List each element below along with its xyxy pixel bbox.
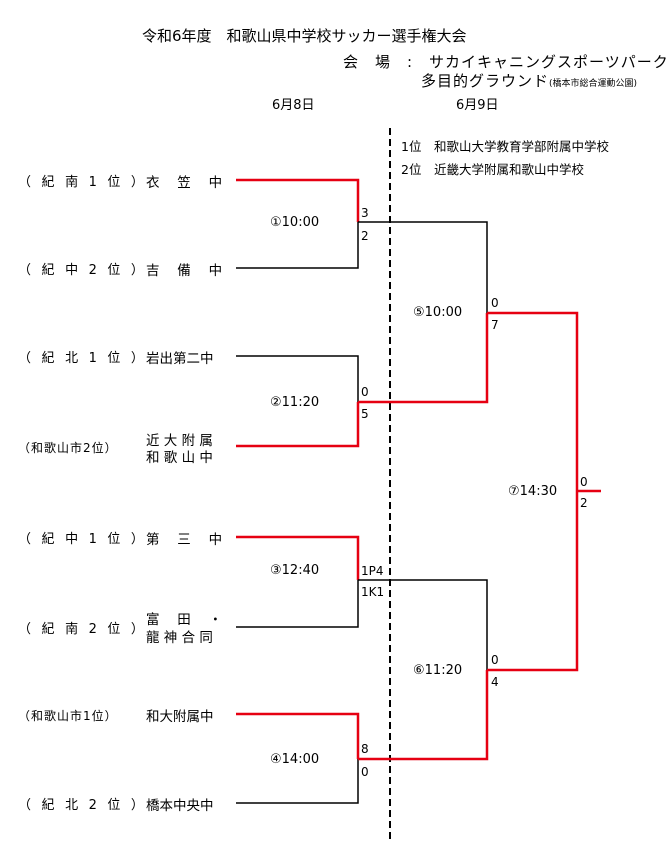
m4-bottom-line bbox=[236, 759, 359, 804]
match-label: ⑥11:20 bbox=[413, 663, 463, 678]
score-bottom: 2 bbox=[361, 229, 369, 243]
match-label: ③12:40 bbox=[270, 563, 320, 578]
result-first: 1位 和歌山大学教育学部附属中学校 bbox=[401, 139, 609, 154]
team-qual: （ 紀 北 1 位 ） bbox=[18, 351, 148, 366]
team-name: 橋本中央中 bbox=[146, 798, 214, 814]
score-top: 3 bbox=[361, 206, 369, 220]
team-qual: （ 紀 北 2 位 ） bbox=[18, 798, 148, 813]
team-name: 岩出第二中 bbox=[146, 351, 214, 367]
team-qual: （和歌山市1位） bbox=[18, 709, 118, 723]
score-bottom: 7 bbox=[491, 318, 499, 332]
team-qual: （ 紀 南 1 位 ） bbox=[18, 175, 148, 190]
m7-top-line bbox=[487, 311, 579, 491]
match-label: ⑦14:30 bbox=[508, 484, 558, 499]
score-bottom: 0 bbox=[361, 765, 369, 779]
score-top: 0 bbox=[491, 653, 499, 667]
m3-bottom-line bbox=[236, 580, 359, 628]
team-qual: （ 紀 南 2 位 ） bbox=[18, 622, 148, 637]
m2-bottom-line bbox=[236, 402, 360, 448]
date-day1: 6月8日 bbox=[272, 98, 315, 113]
m1-bottom-line bbox=[236, 222, 359, 269]
match-label: ②11:20 bbox=[270, 395, 320, 410]
team-name-line2: 龍 神 合 同 bbox=[146, 630, 213, 646]
score-top: 0 bbox=[491, 296, 499, 310]
score-bottom: 2 bbox=[580, 496, 588, 510]
venue-label: 会 場 : サカイキャニングスポーツパーク bbox=[343, 53, 666, 71]
team-name: 和大附属中 bbox=[146, 709, 214, 725]
team-qual: （ 紀 中 2 位 ） bbox=[18, 263, 148, 278]
team-name-line1: 富 田 ・ bbox=[146, 612, 223, 628]
team-qual: （ 紀 中 1 位 ） bbox=[18, 532, 148, 547]
m6-top-line bbox=[358, 579, 488, 670]
m5-top-line bbox=[358, 221, 488, 313]
date-day2: 6月9日 bbox=[456, 98, 499, 113]
team-name-line2: 和 歌 山 中 bbox=[146, 450, 213, 466]
match-label: ①10:00 bbox=[270, 215, 320, 230]
score-top: 0 bbox=[580, 475, 588, 489]
tournament-title: 令和6年度 和歌山県中学校サッカー選手権大会 bbox=[142, 27, 467, 45]
venue-name: 多目的グラウンド bbox=[421, 72, 550, 90]
score-bottom: 4 bbox=[491, 675, 499, 689]
team-name-line1: 近 大 附 属 bbox=[146, 433, 213, 449]
match-label: ⑤10:00 bbox=[413, 305, 463, 320]
venue-line2: 多目的グラウンド(橋本市総合運動公園) bbox=[421, 70, 637, 91]
m1-top-line bbox=[236, 178, 360, 222]
team-name: 吉 備 中 bbox=[146, 263, 223, 279]
team-name: 衣 笠 中 bbox=[146, 175, 223, 191]
m5-bottom-line bbox=[358, 313, 489, 404]
match-label: ④14:00 bbox=[270, 752, 320, 767]
score-top: 8 bbox=[361, 742, 369, 756]
score-bottom: 1K1 bbox=[361, 585, 385, 599]
m3-top-line bbox=[236, 535, 360, 580]
venue-note: (橋本市総合運動公園) bbox=[549, 79, 638, 89]
team-name: 第 三 中 bbox=[146, 532, 223, 548]
score-top: 1P4 bbox=[361, 564, 384, 578]
m4-top-line bbox=[236, 712, 360, 759]
team-qual: （和歌山市2位） bbox=[18, 441, 118, 455]
score-bottom: 5 bbox=[361, 407, 369, 421]
m7-bottom-line bbox=[487, 491, 579, 672]
m6-bottom-line bbox=[358, 670, 489, 761]
score-top: 0 bbox=[361, 385, 369, 399]
result-second: 2位 近畿大学附属和歌山中学校 bbox=[401, 162, 584, 177]
m2-top-line bbox=[236, 355, 359, 402]
